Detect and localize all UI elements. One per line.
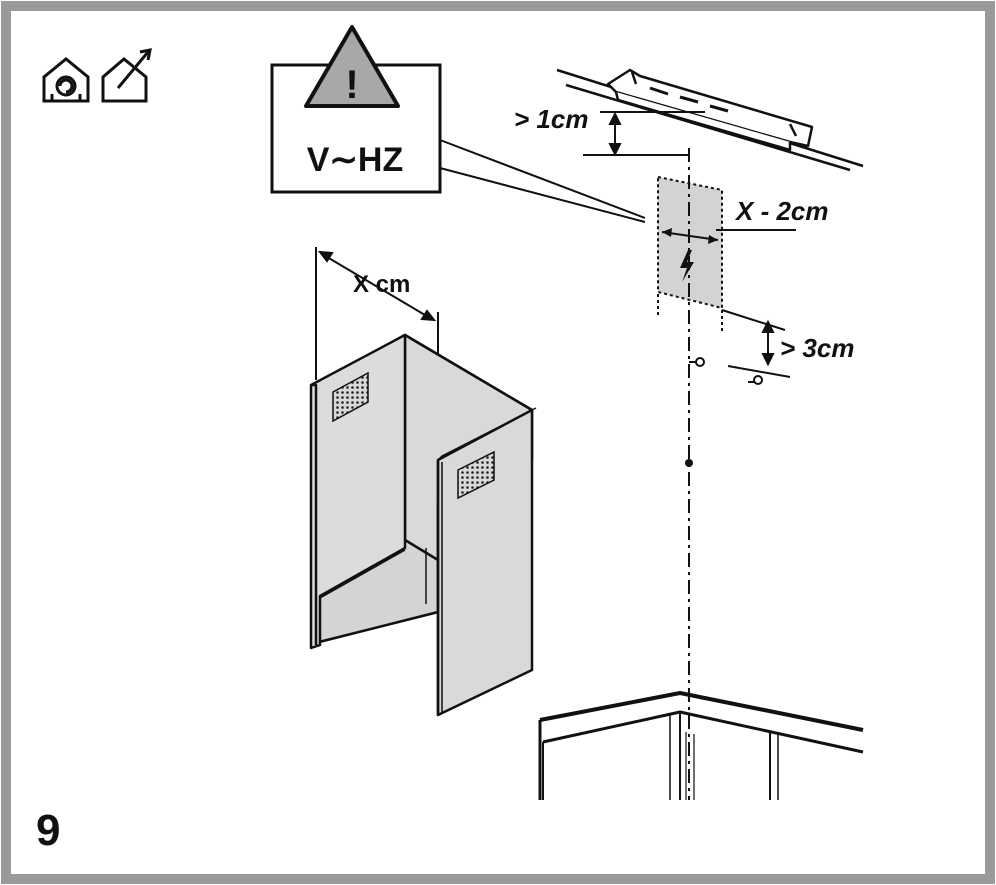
gap-top-label: > 1cm [514,104,588,134]
vent-grille-left [332,371,369,423]
wall-screw-lower [748,375,763,385]
warning-triangle-icon [304,25,400,108]
gap-bottom-label: > 3cm [780,333,854,363]
gap-top-dimension [583,111,705,157]
fixing-point [685,459,693,467]
recirculation-house-icon [42,57,90,103]
wall-screw-upper [689,357,705,367]
gap-bottom-dimension [721,309,791,378]
step-number: 9 [36,806,60,855]
bracket-width-label: X - 2cm [734,196,829,226]
vent-grille-right [457,450,495,500]
warning-exclamation: ! [345,63,358,107]
hood-body [538,691,864,800]
chimney-width-label: X cm [353,271,410,298]
exhaust-house-icon [101,48,152,103]
electric-bolt-icon [680,250,694,282]
voltage-label: V∼HZ [307,141,404,179]
ceiling-bracket [606,68,814,152]
